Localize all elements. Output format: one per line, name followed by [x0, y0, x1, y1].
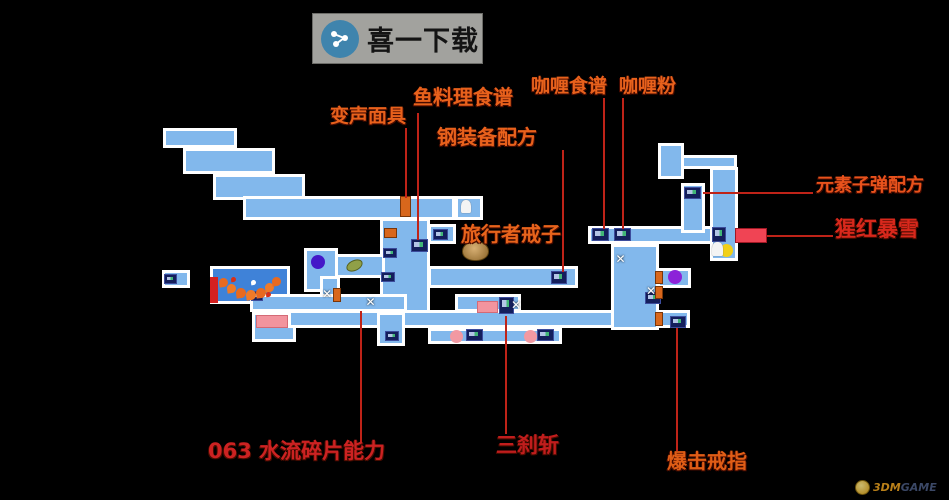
- callout-label: 三刹斩: [496, 433, 559, 457]
- map-room: [243, 196, 455, 220]
- map-marker-door: [655, 271, 663, 284]
- site-banner: 喜一下载: [313, 14, 482, 63]
- map-marker-circle: [311, 255, 325, 269]
- map-marker-box: [385, 331, 399, 341]
- leader-line: [505, 316, 507, 434]
- watermark-suffix: GAME: [900, 481, 937, 494]
- leader-line: [703, 192, 813, 194]
- watermark-prefix: 3DM: [873, 481, 901, 494]
- site-title: 喜一下载: [367, 26, 479, 57]
- callout-label: 爆击戒指: [667, 449, 747, 473]
- map-marker-box: [537, 329, 554, 341]
- watermark-icon: [855, 480, 870, 495]
- leader-line: [622, 98, 624, 229]
- map-marker-box: [670, 316, 686, 328]
- map-marker-circle: [450, 330, 463, 343]
- map-marker-ghost: [461, 200, 471, 213]
- callout-label: 咖喱粉: [619, 75, 677, 97]
- map-marker-circle: [720, 244, 733, 257]
- map-marker-redbar: [210, 277, 218, 303]
- leader-line: [417, 113, 419, 240]
- map-marker-xmark: ✕: [645, 283, 657, 298]
- map-marker-door: [655, 286, 663, 299]
- map-marker-box: [592, 228, 609, 241]
- map-room: [163, 128, 237, 148]
- map-room: [183, 148, 275, 174]
- map-marker-xmark: ✕: [365, 295, 376, 309]
- map-marker-pinkrect: [477, 301, 498, 313]
- map-marker-box: [433, 229, 448, 240]
- map-marker-box: [551, 271, 567, 284]
- map-marker-box: [383, 248, 397, 258]
- map-marker-circle: [668, 270, 682, 284]
- map-marker-box: [684, 187, 701, 199]
- map-room: [611, 244, 659, 330]
- map-marker-door: [384, 228, 397, 238]
- map-marker-box: [381, 272, 395, 282]
- leader-line: [676, 328, 678, 451]
- map-room: [428, 266, 578, 288]
- map-marker-pinkrect: [256, 315, 288, 328]
- callout-label: 猩红暴雪: [835, 217, 919, 241]
- callout-label: 鱼料理食谱: [413, 85, 513, 109]
- map-marker-box: [614, 228, 631, 241]
- map-marker-xmark: ✕: [510, 297, 522, 312]
- map-marker-box: [712, 227, 726, 242]
- callout-label: 咖喱食谱: [531, 75, 608, 97]
- callout-label: 变声面具: [330, 105, 407, 127]
- share-icon: [321, 19, 359, 58]
- map-marker-box: [411, 239, 428, 252]
- map-marker-door: [333, 288, 341, 302]
- map-marker-door: [655, 312, 663, 326]
- map-marker-blob: [462, 241, 489, 261]
- callout-label: 钢装备配方: [437, 125, 537, 149]
- leader-line: [562, 150, 564, 272]
- map-marker-door: [400, 196, 411, 217]
- map-marker-box: [164, 274, 177, 284]
- leader-line: [405, 128, 407, 198]
- map-marker-ghost: [712, 242, 723, 256]
- map-marker-box: [499, 297, 514, 314]
- map-room: [681, 155, 737, 169]
- callout-label: 元素子弹配方: [816, 175, 924, 196]
- leader-line: [360, 311, 362, 444]
- map-marker-redbox: [735, 228, 767, 243]
- map-marker-xmark: ✕: [321, 286, 333, 301]
- callout-label: 063 水流碎片能力: [208, 439, 386, 463]
- callout-label: 旅行者戒子: [461, 222, 561, 246]
- leader-line: [767, 235, 833, 237]
- map-marker-xmark: ✕: [615, 251, 626, 266]
- map-marker-box: [466, 329, 483, 341]
- leader-line: [603, 98, 605, 229]
- map-marker-circle: [524, 330, 537, 343]
